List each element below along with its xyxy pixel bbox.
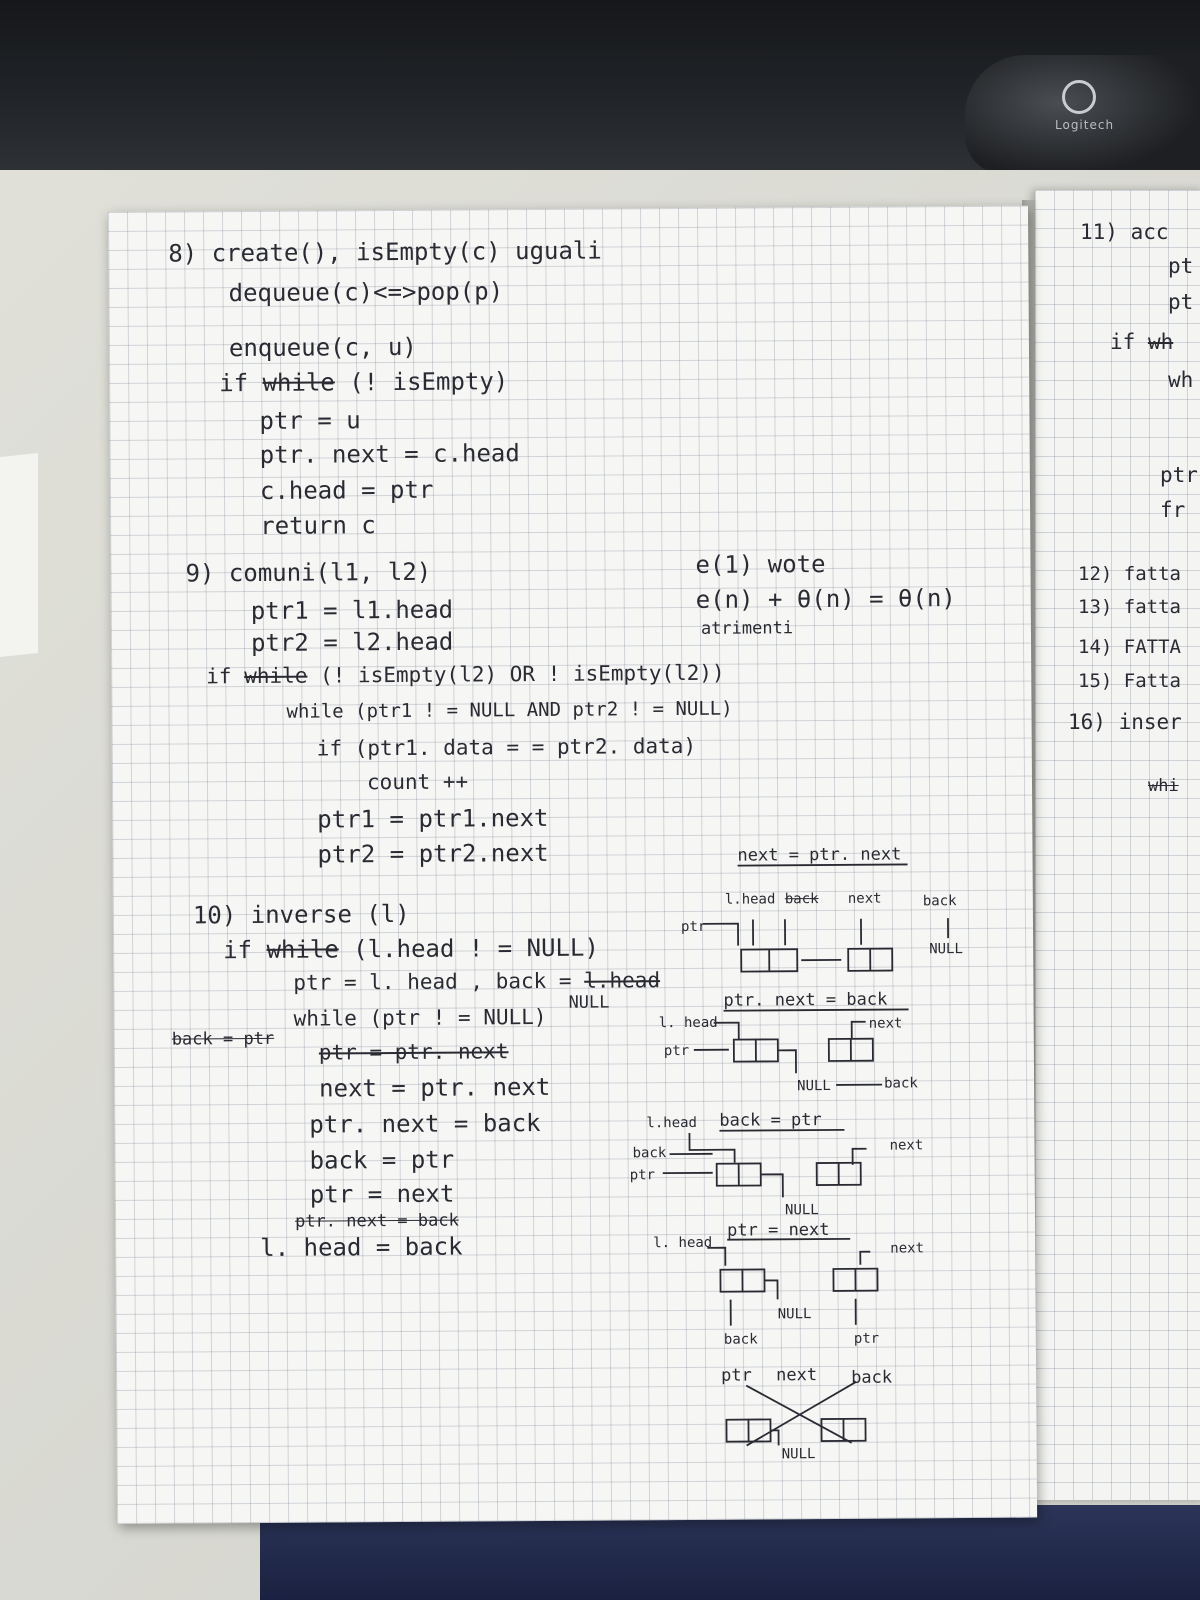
right-line11: 15) Fatta <box>1078 670 1181 692</box>
right-line4: if wh <box>1110 332 1173 353</box>
diag3-next-arrow <box>851 1147 867 1165</box>
right-line2: pt <box>1168 254 1194 278</box>
right-line13: whi <box>1148 776 1179 796</box>
right-notebook-page <box>1035 190 1200 1500</box>
loose-paper <box>0 453 38 657</box>
diag1-ptr-arrow <box>702 922 740 946</box>
right-line10: 14) FATTA <box>1078 636 1181 658</box>
diag1-underline <box>737 863 908 867</box>
diag4-lhead-arrow <box>707 1246 727 1266</box>
right-line12: 16) inser <box>1068 710 1182 734</box>
left-notebook-page: 8) create(), isEmpty(c) uguali dequeue(c… <box>108 205 1038 1524</box>
mouse <box>965 55 1200 175</box>
right-line6: ptr <box>1160 463 1198 487</box>
diag3-underline <box>719 1128 845 1132</box>
right-line3: pt <box>1168 290 1194 314</box>
diag2-underline <box>723 1008 909 1012</box>
diag4-null-link <box>764 1279 779 1300</box>
logo-text: Logitech <box>1055 118 1115 132</box>
diag2-next-arrow <box>850 1020 866 1039</box>
diag4-underline <box>727 1237 851 1241</box>
right-if: if <box>1110 330 1136 354</box>
diag5-null-link <box>770 1429 780 1446</box>
diag2-null-link <box>777 1049 797 1074</box>
logitech-logo-icon <box>1062 80 1096 114</box>
diag3-lhead-arrow <box>688 1132 736 1163</box>
diag2-lhead-arrow <box>713 1021 740 1040</box>
right-line1: 11) acc <box>1080 220 1169 244</box>
right-line8: 12) fatta <box>1078 563 1181 585</box>
right-line5: wh <box>1168 368 1194 392</box>
diag5-cross-line2 <box>746 1381 857 1447</box>
diag4-next-arrow <box>859 1250 871 1265</box>
right-line7: fr <box>1160 498 1186 522</box>
linked-list-diagrams <box>662 863 949 1447</box>
right-line9: 13) fatta <box>1078 596 1181 618</box>
right-struck-while: wh <box>1147 330 1174 354</box>
diag3-null-link <box>760 1173 784 1198</box>
